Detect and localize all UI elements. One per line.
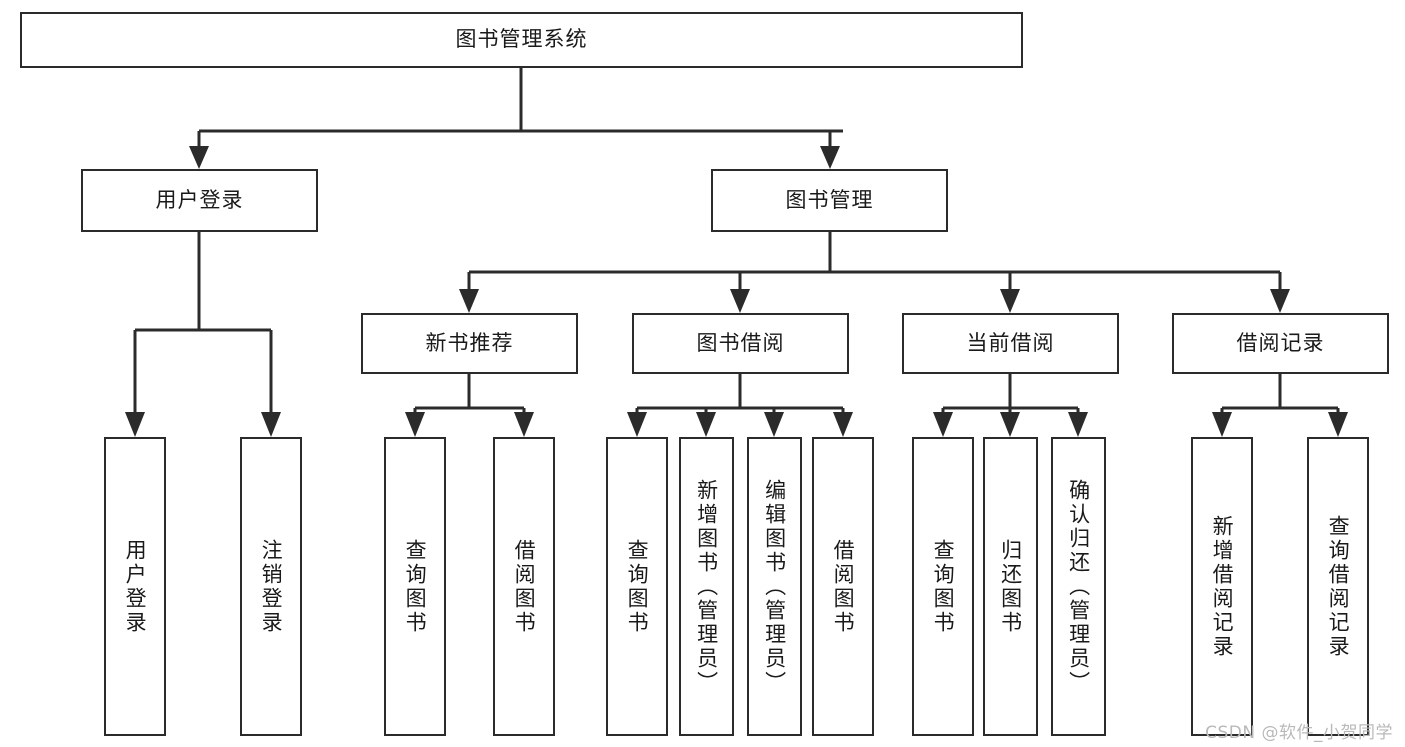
node-leaf-query-book-1[interactable]: 查询图书 xyxy=(384,437,446,736)
node-leaf-borrow-book-2[interactable]: 借阅图书 xyxy=(812,437,874,736)
node-new-book-rec-label: 新书推荐 xyxy=(425,330,514,355)
node-leaf-confirm-return-label: 确认归还（管理员） xyxy=(1066,478,1091,695)
node-leaf-query-book-1-label: 查询图书 xyxy=(403,538,428,635)
node-book-manage-label: 图书管理 xyxy=(785,187,874,212)
arrowheads xyxy=(125,146,1348,437)
node-new-book-rec[interactable]: 新书推荐 xyxy=(361,313,578,374)
node-leaf-add-record-label: 新增借阅记录 xyxy=(1210,514,1235,659)
node-root[interactable]: 图书管理系统 xyxy=(20,12,1023,68)
node-leaf-logout-login-label: 注销登录 xyxy=(259,538,284,635)
node-leaf-add-book[interactable]: 新增图书（管理员） xyxy=(679,437,734,736)
node-borrow-record[interactable]: 借阅记录 xyxy=(1172,313,1389,374)
node-leaf-edit-book[interactable]: 编辑图书（管理员） xyxy=(747,437,802,736)
node-leaf-borrow-book-2-label: 借阅图书 xyxy=(831,538,856,635)
node-leaf-add-record[interactable]: 新增借阅记录 xyxy=(1191,437,1253,736)
node-user-login[interactable]: 用户登录 xyxy=(81,169,318,232)
node-root-label: 图书管理系统 xyxy=(455,27,588,52)
node-current-borrow-label: 当前借阅 xyxy=(966,330,1055,355)
node-leaf-add-book-label: 新增图书（管理员） xyxy=(694,478,719,695)
node-leaf-return-book-label: 归还图书 xyxy=(998,538,1023,635)
node-current-borrow[interactable]: 当前借阅 xyxy=(902,313,1119,374)
node-leaf-query-book-2-label: 查询图书 xyxy=(625,538,650,635)
node-leaf-logout-login[interactable]: 注销登录 xyxy=(240,437,302,736)
node-book-manage[interactable]: 图书管理 xyxy=(711,169,948,232)
node-borrow-record-label: 借阅记录 xyxy=(1236,330,1325,355)
node-leaf-edit-book-label: 编辑图书（管理员） xyxy=(762,478,787,695)
node-book-borrow[interactable]: 图书借阅 xyxy=(632,313,849,374)
node-leaf-query-record-label: 查询借阅记录 xyxy=(1326,514,1351,659)
node-leaf-borrow-book-1-label: 借阅图书 xyxy=(512,538,537,635)
node-leaf-confirm-return[interactable]: 确认归还（管理员） xyxy=(1051,437,1106,736)
node-leaf-query-book-2[interactable]: 查询图书 xyxy=(606,437,668,736)
node-leaf-return-book[interactable]: 归还图书 xyxy=(983,437,1038,736)
node-leaf-query-book-3[interactable]: 查询图书 xyxy=(912,437,974,736)
node-leaf-user-login[interactable]: 用户登录 xyxy=(104,437,166,736)
node-leaf-borrow-book-1[interactable]: 借阅图书 xyxy=(493,437,555,736)
node-leaf-query-book-3-label: 查询图书 xyxy=(931,538,956,635)
node-leaf-user-login-label: 用户登录 xyxy=(123,538,148,635)
node-leaf-query-record[interactable]: 查询借阅记录 xyxy=(1307,437,1369,736)
node-user-login-label: 用户登录 xyxy=(155,187,244,212)
node-book-borrow-label: 图书借阅 xyxy=(696,330,785,355)
